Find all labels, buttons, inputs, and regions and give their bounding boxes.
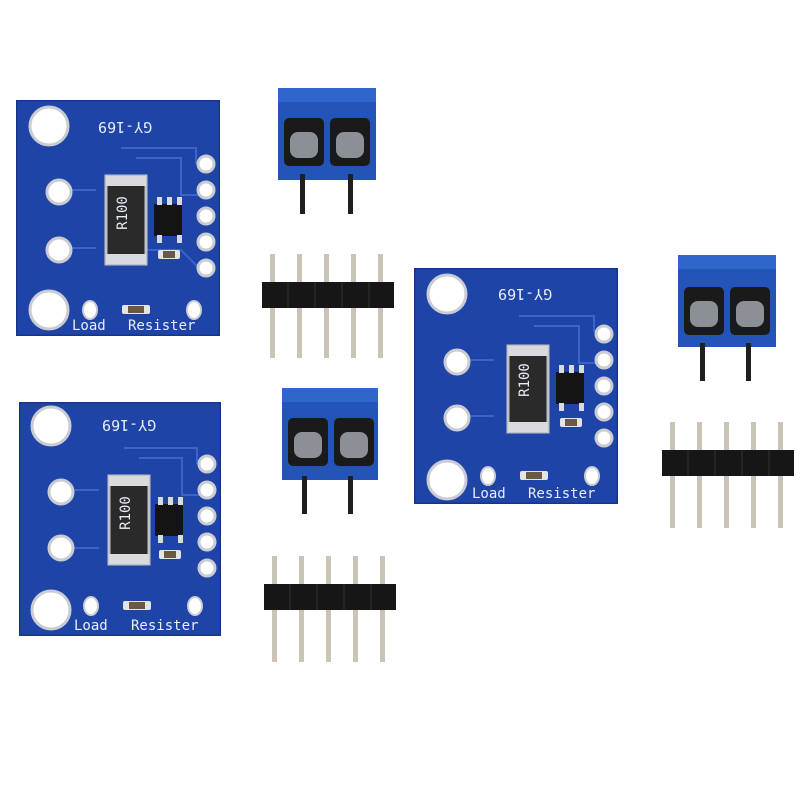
board-2-label-load: Load [74, 618, 108, 634]
board-3-resistor-marking: R100 [516, 363, 533, 397]
gy169-board-3 [414, 268, 618, 504]
pin-header-3 [660, 420, 796, 532]
gy169-board-2 [19, 402, 221, 636]
gy169-board-1 [16, 100, 220, 336]
board-1-label-load: Load [72, 318, 106, 334]
screw-terminal-block-3 [678, 255, 778, 385]
board-3-label-load: Load [472, 486, 506, 502]
board-2-model-label: GY-169 [102, 416, 157, 434]
board-1-model-label: GY-169 [98, 118, 153, 136]
board-2-resistor-marking: R100 [117, 496, 134, 530]
screw-terminal-block-1 [278, 88, 378, 218]
pin-header-2 [262, 554, 398, 666]
pin-header-1 [260, 252, 396, 362]
board-3-label-resister: Resister [528, 486, 596, 502]
board-2-label-resister: Resister [131, 618, 199, 634]
screw-terminal-block-2 [282, 388, 382, 518]
board-1-label-resister: Resister [128, 318, 196, 334]
board-1-resistor-marking: R100 [114, 196, 131, 230]
board-3-model-label: GY-169 [498, 285, 553, 303]
